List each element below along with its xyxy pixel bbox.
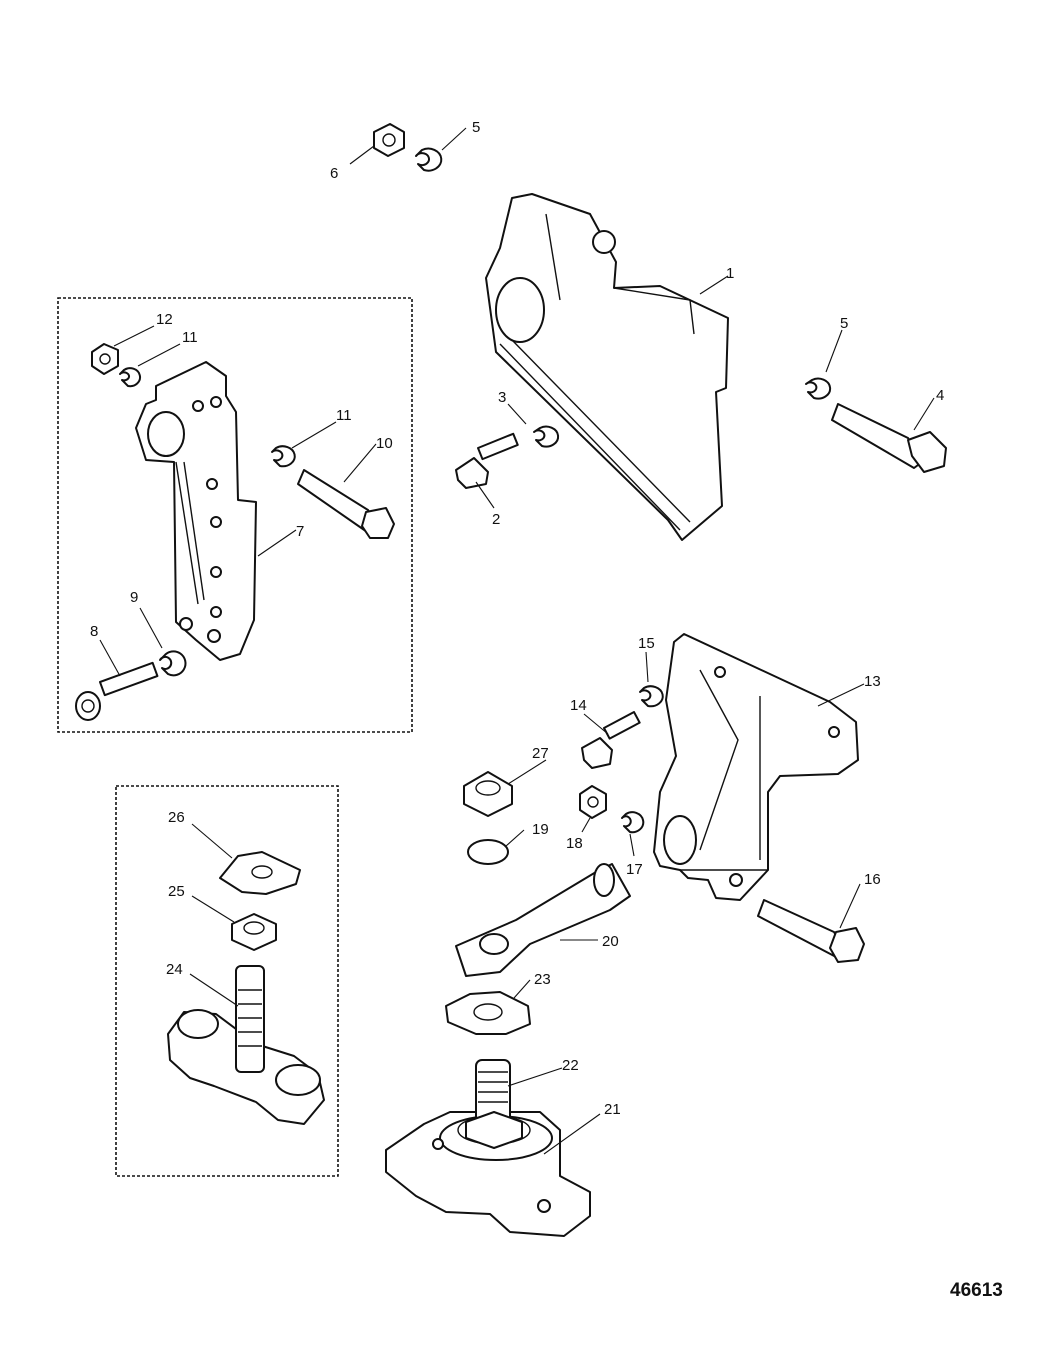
callout-16: 16 <box>864 871 881 888</box>
part-24-mount-plate <box>167 965 325 1125</box>
callout-17: 17 <box>626 861 643 878</box>
callout-21: 21 <box>604 1101 621 1118</box>
callout-20: 19 <box>532 821 549 838</box>
callout-15: 15 <box>638 635 655 652</box>
part-5-lock-washer-top <box>415 147 443 172</box>
callout-11-upper: 11 <box>182 329 198 346</box>
part-22-stud <box>465 1059 523 1149</box>
callout-9: 9 <box>130 589 138 606</box>
part-15-lock-washer <box>639 685 664 708</box>
part-12-nut <box>91 343 119 375</box>
callout-11-lower: 11 <box>336 407 352 424</box>
callout-23: 23 <box>534 971 551 988</box>
part-10-bolt <box>297 469 395 539</box>
part-9-lock-washer <box>159 650 187 677</box>
part-19-link <box>455 863 631 977</box>
callout-26: 26 <box>168 809 185 826</box>
callout-3: 3 <box>498 389 506 406</box>
part-6-nut <box>373 123 405 157</box>
callout-27: 27 <box>532 745 549 762</box>
part-2-bolt <box>455 432 519 489</box>
callout-2: 2 <box>492 511 500 528</box>
callout-4: 4 <box>936 387 944 404</box>
callout-labels: 5 6 1 5 3 4 2 12 11 11 10 7 9 8 15 13 14… <box>90 119 944 1118</box>
part-7-side-bracket <box>135 361 257 661</box>
part-3-lock-washer <box>533 425 560 448</box>
part-23-tab-washer <box>445 991 531 1035</box>
part-27-nut <box>463 771 513 817</box>
part-8-socket-bolt <box>75 661 159 721</box>
part-13-rear-mount-bracket <box>653 633 859 901</box>
inset-box-upper <box>57 297 413 733</box>
figure-number: 46613 <box>950 1280 1003 1301</box>
callout-24: 24 <box>166 961 183 978</box>
callout-12: 12 <box>156 311 173 328</box>
part-4-bolt <box>831 403 947 473</box>
callout-1: 1 <box>726 265 734 282</box>
part-11-lock-washer-upper <box>119 367 142 388</box>
part-11-lock-washer-lower <box>271 445 296 468</box>
callout-25: 25 <box>168 883 185 900</box>
callout-13: 13 <box>864 673 881 690</box>
inset-box-lower <box>115 785 339 1177</box>
callout-19: 20 <box>602 933 619 950</box>
part-20-washer <box>467 839 509 865</box>
callout-18: 18 <box>566 835 583 852</box>
callout-7: 7 <box>296 523 304 540</box>
leader-lines <box>99 127 935 1155</box>
callout-8: 8 <box>90 623 98 640</box>
callout-22: 22 <box>562 1057 579 1074</box>
callout-6: 6 <box>330 165 338 182</box>
part-17-lock-washer <box>621 811 645 834</box>
callout-14: 14 <box>570 697 587 714</box>
callout-5-right: 5 <box>840 315 848 332</box>
part-5-lock-washer-right <box>805 377 832 400</box>
part-25-nut <box>231 913 277 951</box>
part-26-tab-washer <box>219 851 301 895</box>
part-18-nut <box>579 785 607 819</box>
callout-10: 10 <box>376 435 393 452</box>
callout-5-top: 5 <box>472 119 480 136</box>
part-14-bolt <box>581 711 641 769</box>
part-16-bolt <box>757 899 865 963</box>
part-1-front-mount-bracket <box>485 193 729 541</box>
